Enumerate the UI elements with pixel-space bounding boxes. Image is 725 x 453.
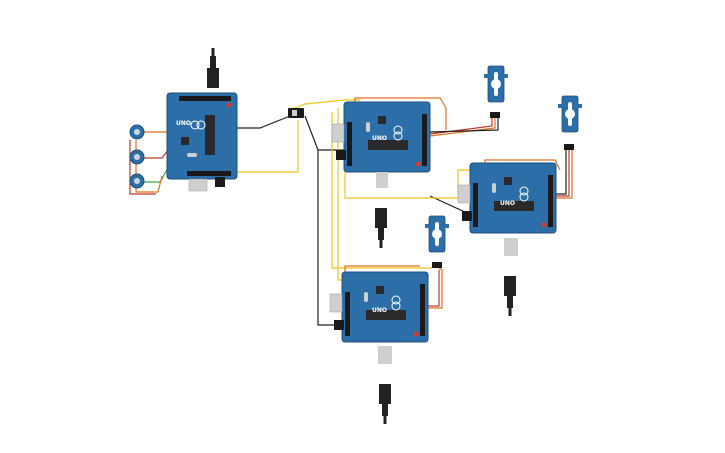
potentiometers[interactable]	[129, 124, 145, 189]
board-label-node-3: UNO	[500, 200, 515, 207]
wire-switch-node1	[289, 99, 360, 111]
wire-node2-power	[344, 265, 420, 272]
potentiometer-2[interactable]	[129, 149, 145, 165]
servo-motor-2[interactable]	[557, 95, 583, 133]
wire-node1-power	[354, 97, 447, 130]
wire-controller-switch	[236, 115, 291, 129]
servo-motor-3[interactable]	[424, 215, 450, 253]
servo2-connector	[564, 144, 574, 150]
arduino-board-node-2[interactable]: UNO	[329, 271, 429, 424]
pot-bus-orange	[135, 140, 163, 193]
pot2-wire	[144, 149, 169, 159]
servo3-wire-red	[428, 270, 440, 307]
servo2-wire-black	[556, 150, 567, 195]
board-label-node-1: UNO	[372, 135, 387, 142]
board-label-controller: UNO	[176, 120, 191, 127]
wire-controller-signal	[236, 120, 299, 173]
servo1-connector	[490, 112, 500, 118]
pot3-wire	[144, 167, 169, 183]
potentiometer-1[interactable]	[129, 124, 145, 140]
wire-bus-signal-3	[331, 112, 432, 269]
wire-bus-signal-2	[344, 110, 488, 199]
arduino-board-node-3[interactable]: UNO	[457, 162, 557, 316]
servo3-connector	[432, 262, 442, 268]
slide-switch[interactable]	[288, 108, 304, 118]
board-label-node-2: UNO	[372, 307, 387, 314]
servo-motor-1[interactable]	[483, 65, 509, 103]
arduino-board-controller[interactable]: UNO	[166, 48, 238, 192]
servo3-wire-orange	[428, 265, 443, 309]
servo1-wire-black	[429, 118, 499, 133]
servo2-wire-red	[556, 150, 570, 197]
arduino-board-node-1[interactable]: UNO	[331, 101, 431, 248]
potentiometer-3[interactable]	[129, 173, 145, 189]
servo1-wire-orange	[429, 118, 496, 137]
servo2-wire-orange	[556, 150, 573, 199]
